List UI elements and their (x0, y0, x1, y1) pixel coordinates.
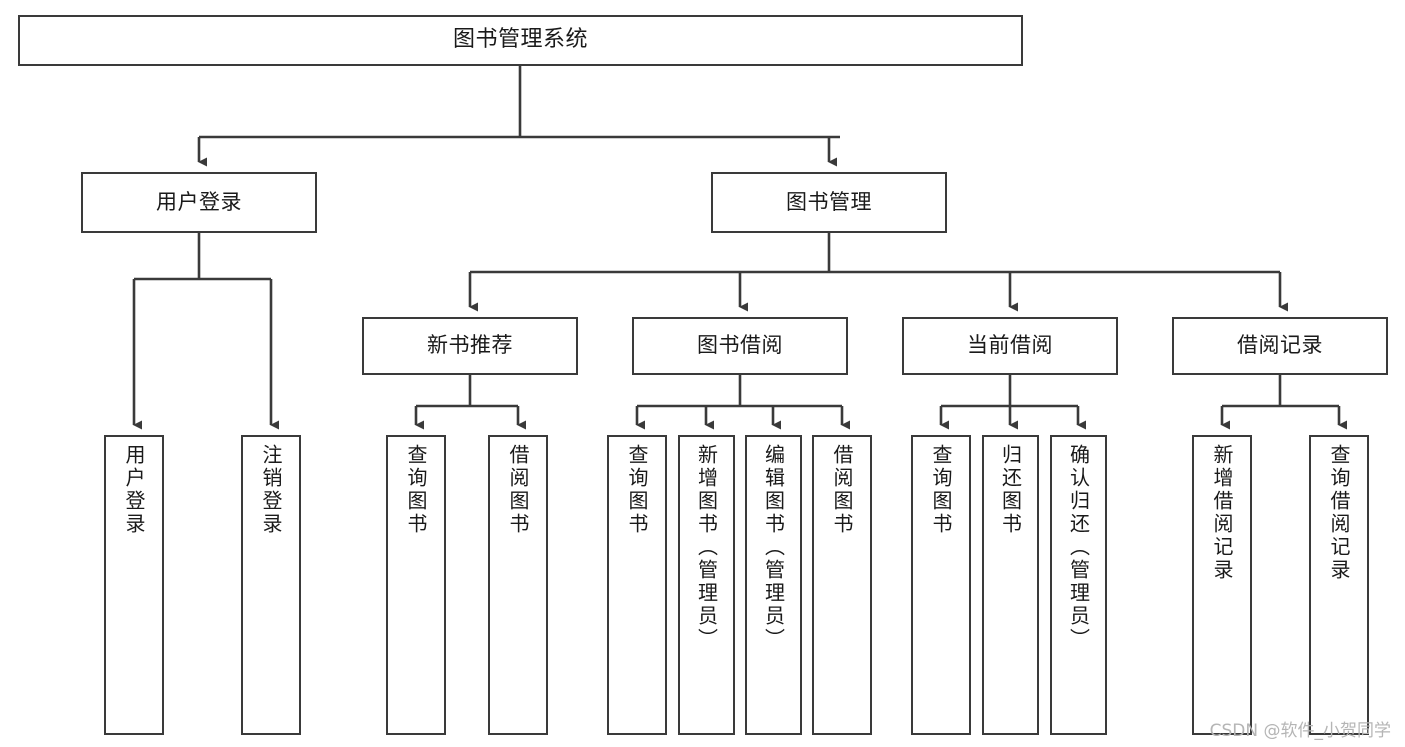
edge-group-root (197, 66, 840, 167)
edge-group-book-borrow (635, 375, 850, 430)
leaf-user-login[interactable]: 用户登录 (104, 435, 164, 735)
edge-group-borrow-record (1220, 375, 1347, 430)
node-root-book-management-system[interactable]: 图书管理系统 (18, 15, 1023, 66)
leaf-edit-book-admin[interactable]: 编辑图书（管理员） (745, 435, 802, 735)
node-current-borrowing[interactable]: 当前借阅 (902, 317, 1118, 375)
node-label: 归还图书 (998, 444, 1023, 536)
node-new-book-recommendation[interactable]: 新书推荐 (362, 317, 578, 375)
node-label: 查询图书 (625, 444, 649, 536)
node-label: 图书管理 (786, 189, 872, 214)
node-borrowing-records[interactable]: 借阅记录 (1172, 317, 1388, 375)
leaf-borrow-book[interactable]: 借阅图书 (812, 435, 872, 735)
leaf-query-book-current[interactable]: 查询图书 (911, 435, 971, 735)
node-label: 用户登录 (156, 189, 242, 214)
edge-group-new-book (414, 375, 526, 430)
node-label: 新增借阅记录 (1210, 444, 1234, 582)
node-label: 编辑图书（管理员） (761, 444, 786, 651)
node-label: 新增图书（管理员） (694, 444, 719, 651)
node-book-management[interactable]: 图书管理 (711, 172, 947, 233)
node-label: 查询借阅记录 (1327, 444, 1351, 582)
leaf-query-book-new[interactable]: 查询图书 (386, 435, 446, 735)
leaf-add-book-admin[interactable]: 新增图书（管理员） (678, 435, 735, 735)
node-label: 当前借阅 (967, 333, 1053, 358)
node-label: 借阅图书 (830, 444, 854, 536)
node-label: 借阅记录 (1237, 333, 1323, 358)
node-label: 查询图书 (404, 444, 428, 536)
edge-group-book-manage (468, 233, 1288, 312)
node-label: 查询图书 (929, 444, 953, 536)
leaf-logout[interactable]: 注销登录 (241, 435, 301, 735)
node-user-login[interactable]: 用户登录 (81, 172, 317, 233)
node-label: 用户登录 (122, 444, 146, 536)
leaf-query-book-borrow[interactable]: 查询图书 (607, 435, 667, 735)
edge-group-current-borrow (939, 375, 1086, 430)
leaf-borrow-book-new[interactable]: 借阅图书 (488, 435, 548, 735)
node-label: 注销登录 (259, 444, 283, 536)
leaf-confirm-return-admin[interactable]: 确认归还（管理员） (1050, 435, 1107, 735)
edge-group-user-login (132, 233, 279, 430)
node-label: 借阅图书 (506, 444, 530, 536)
leaf-add-borrow-record[interactable]: 新增借阅记录 (1192, 435, 1252, 735)
leaf-query-borrow-record[interactable]: 查询借阅记录 (1309, 435, 1369, 735)
node-label: 新书推荐 (427, 333, 513, 358)
node-book-borrowing[interactable]: 图书借阅 (632, 317, 848, 375)
node-label: 图书借阅 (697, 333, 783, 358)
node-label: 图书管理系统 (452, 27, 588, 53)
node-label: 确认归还（管理员） (1066, 444, 1091, 651)
leaf-return-book[interactable]: 归还图书 (982, 435, 1039, 735)
